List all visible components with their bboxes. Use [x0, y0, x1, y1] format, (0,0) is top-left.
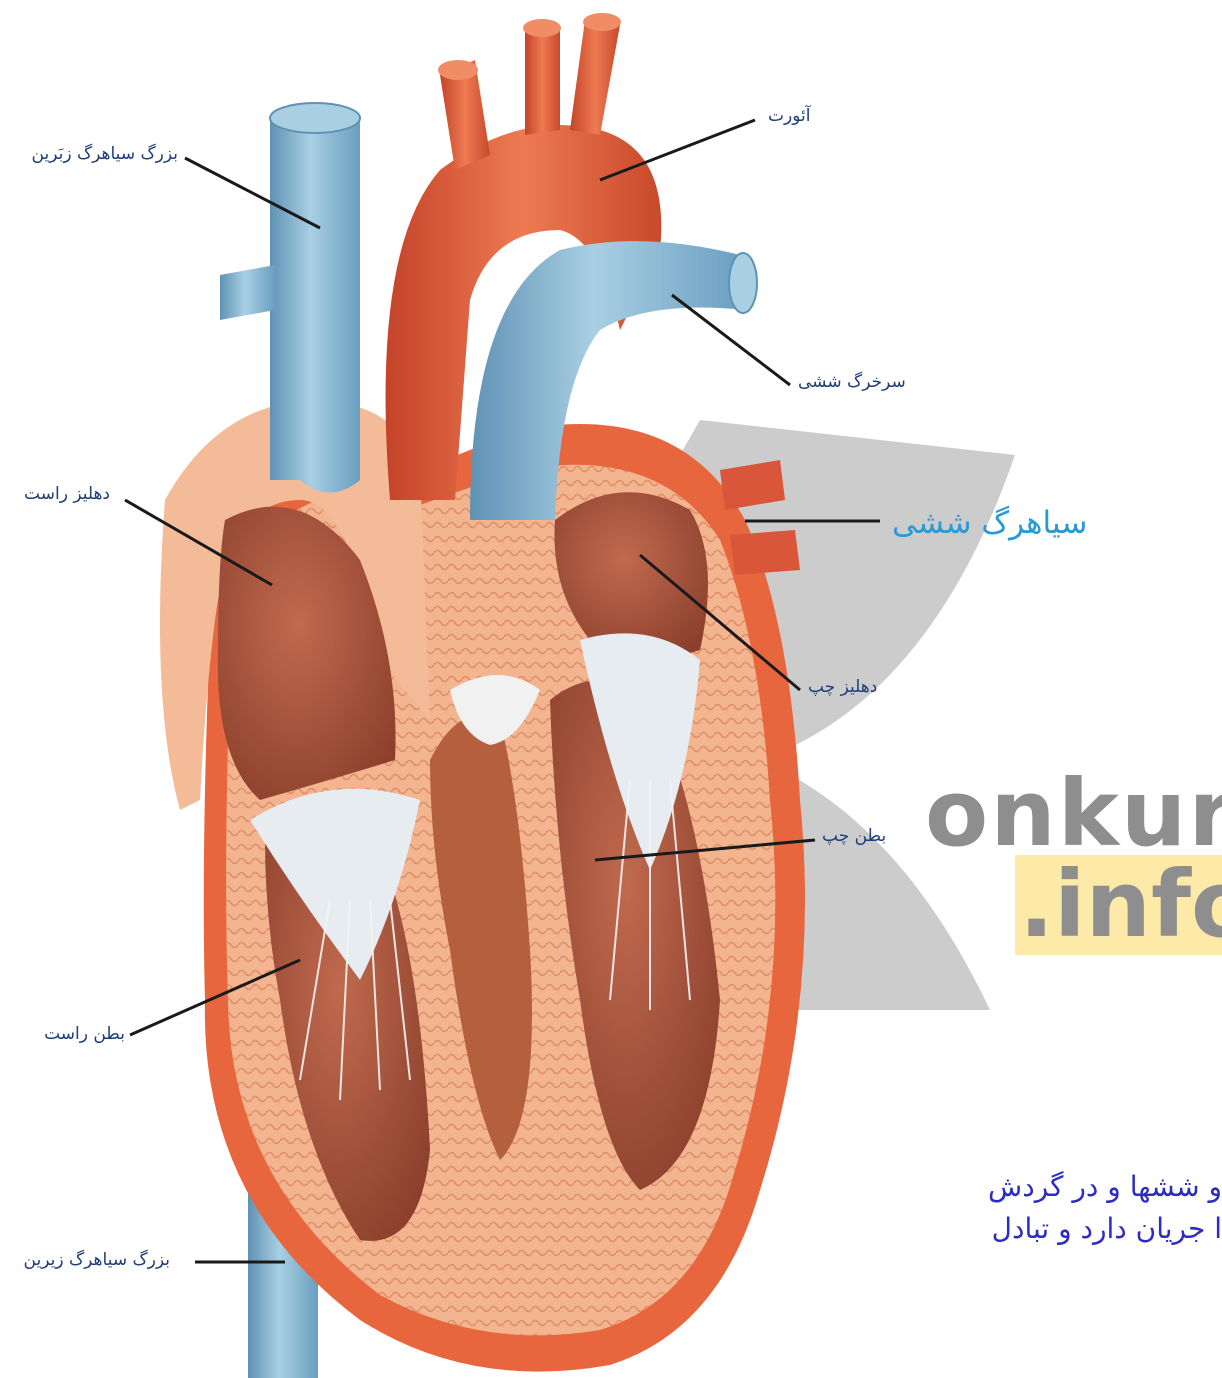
label-right-ventricle: بطن راست: [44, 1024, 125, 1044]
caption-line-1: و ششها و در گردش: [988, 1170, 1222, 1203]
label-pulmonary-vein: سیاهرگ ششی: [892, 505, 1087, 541]
label-inferior-vena-cava: بزرگ سیاهرگ زیرین: [24, 1250, 170, 1270]
label-aorta: آئورت: [768, 106, 810, 126]
aorta-branch-2: [525, 25, 560, 135]
label-left-ventricle: بطن چپ: [822, 826, 886, 846]
label-left-atrium: دهلیز چپ: [808, 677, 877, 697]
pulmonary-vein-lower: [730, 530, 800, 575]
watermark-info: .info: [1015, 855, 1222, 955]
superior-vena-cava: [270, 115, 360, 493]
aorta-branch-3: [570, 20, 620, 135]
azygos-branch: [220, 265, 275, 320]
caption-line-2: ا جریان دارد و تبادل: [992, 1212, 1222, 1245]
label-right-atrium: دهلیز راست: [24, 484, 110, 504]
label-pulmonary-artery: سرخرگ ششی: [798, 372, 906, 392]
label-superior-vena-cava: بزرگ سیاهرگ زبَرین: [32, 144, 178, 164]
